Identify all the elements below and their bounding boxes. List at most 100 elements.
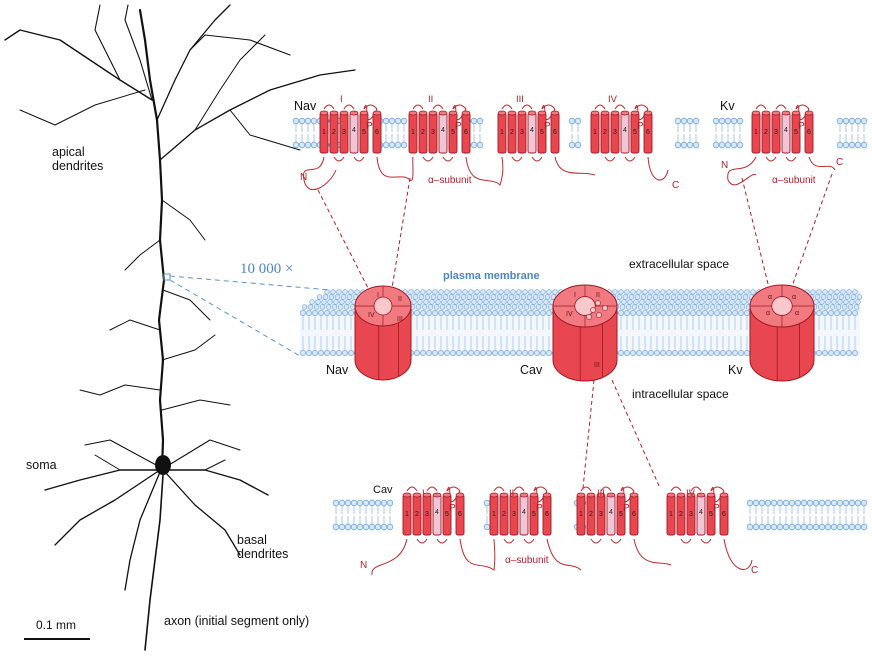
- membrane-lipid-head: [696, 350, 702, 356]
- segment-S3: [596, 492, 606, 536]
- membrane-lipid-head: [412, 294, 419, 300]
- lipid-head: [394, 117, 402, 125]
- membrane-lipid-head: [684, 350, 690, 356]
- kv-alpha-subunit-label: α–subunit: [772, 175, 816, 186]
- membrane-lipid-head: [433, 304, 440, 310]
- apical-dendrites-label: apical dendrites: [52, 145, 104, 173]
- cav-d1-s3: 3: [425, 511, 429, 518]
- membrane-lipid-head: [850, 294, 857, 300]
- cav-d1-s5: 5: [445, 511, 449, 518]
- membrane-lipid-head: [468, 350, 474, 356]
- membrane-lipid-head: [732, 310, 738, 316]
- apical-tuft-branch: [4, 29, 153, 101]
- membrane-lipid-head: [325, 304, 332, 310]
- membrane-lipid-head: [834, 350, 840, 356]
- membrane-lipid-head: [678, 289, 684, 295]
- membrane-lipid-head: [531, 299, 537, 305]
- nav-bilayer-mid3: [568, 117, 582, 149]
- lipid-head: [298, 117, 306, 125]
- segment-S2: [600, 110, 610, 154]
- segment-S4: [438, 110, 448, 154]
- segment-cap: [408, 110, 418, 116]
- membrane-lipid-head: [672, 310, 678, 316]
- membrane-lipid-head: [474, 350, 480, 356]
- nav-d3-s6: 6: [553, 129, 557, 136]
- membrane-lipid-head: [537, 299, 543, 305]
- membrane-lipid-head: [712, 294, 719, 300]
- membrane-lipid-head: [651, 299, 657, 305]
- segment-cap: [590, 110, 600, 116]
- nav-d4-pore: P: [637, 121, 644, 132]
- kv-cyl-a4: α: [766, 310, 771, 317]
- kv-n-tail: [727, 156, 757, 186]
- membrane-lipid-head: [825, 299, 831, 305]
- membrane-lipid-head: [733, 304, 740, 310]
- segment-S3: [771, 110, 781, 154]
- membrane-lipid-head: [492, 289, 498, 295]
- membrane-lipid-head: [498, 289, 504, 295]
- basal-dendrite: [124, 471, 161, 591]
- membrane-lipid-head: [477, 299, 483, 305]
- membrane-lipid-head: [703, 304, 710, 310]
- cav-alpha-subunit-label: α–subunit: [505, 555, 549, 566]
- membrane-lipid-head: [534, 289, 540, 295]
- apical-oblique: [124, 239, 161, 271]
- segment-cap: [418, 110, 428, 116]
- membrane-lipid-head: [420, 310, 426, 316]
- membrane-lipid-head: [816, 350, 822, 356]
- nav-n-terminus: N: [300, 172, 308, 183]
- lipid-head: [712, 141, 720, 149]
- apical-tuft-branch: [156, 4, 231, 121]
- nav-channel-cylinder: [354, 285, 412, 381]
- lipid-head: [568, 141, 576, 149]
- loop: [624, 156, 636, 162]
- membrane-lipid-head: [300, 310, 306, 316]
- membrane-lipid-head: [738, 289, 744, 295]
- lipid-head: [800, 499, 808, 507]
- membrane-lipid-head: [856, 294, 863, 300]
- loop: [436, 538, 448, 544]
- membrane-lipid-head: [841, 304, 848, 310]
- membrane-lipid-head: [432, 310, 438, 316]
- membrane-lipid-head: [648, 310, 654, 316]
- membrane-lipid-head: [682, 294, 689, 300]
- membrane-lipid-head: [306, 350, 312, 356]
- kv-n-terminus: N: [721, 160, 729, 171]
- segment-cap: [630, 110, 640, 116]
- membrane-lipid-head: [480, 310, 486, 316]
- lipid-head: [382, 141, 390, 149]
- membrane-lipid-head: [331, 304, 338, 310]
- cav-d3-s1: 1: [579, 511, 583, 518]
- segment-cap: [686, 492, 696, 498]
- segment-cap: [666, 492, 676, 498]
- membrane-lipid-head: [702, 310, 708, 316]
- membrane-lipid-head: [678, 350, 684, 356]
- membrane-lipid-head: [504, 289, 510, 295]
- cav-connector-right: [611, 379, 661, 489]
- membrane-lipid-head: [684, 310, 690, 316]
- segment-cap: [761, 110, 771, 116]
- loop: [594, 104, 606, 110]
- membrane-lipid-head: [544, 294, 551, 300]
- membrane-lipid-head: [721, 304, 728, 310]
- segment-cap: [489, 492, 499, 498]
- channel-pore: [373, 296, 393, 316]
- membrane-lipid-head: [654, 310, 660, 316]
- axon-initial-segment: [144, 474, 164, 651]
- segment-S1: [402, 492, 412, 536]
- membrane-lipid-head: [709, 304, 716, 310]
- membrane-lipid-head: [694, 294, 701, 300]
- nav-d3-s5: 5: [540, 129, 544, 136]
- lipid-head: [788, 523, 796, 531]
- membrane-lipid-head: [417, 299, 423, 305]
- membrane-lipid-head: [430, 294, 437, 300]
- membrane-lipid-head: [736, 294, 743, 300]
- kv-d-s3: 3: [774, 129, 778, 136]
- lipid-head: [350, 499, 358, 507]
- membrane-lipid-head: [714, 289, 720, 295]
- segment-S6: [461, 110, 471, 154]
- lipid-head: [836, 499, 844, 507]
- membrane-lipid-head: [486, 289, 492, 295]
- nav-d2-s2: 2: [421, 129, 425, 136]
